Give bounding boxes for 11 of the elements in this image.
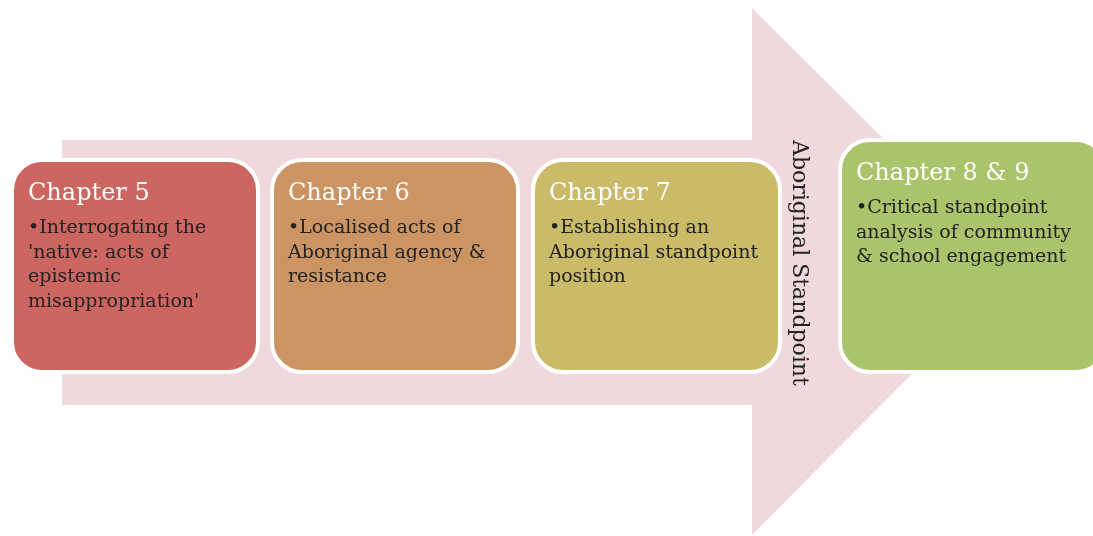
bullet-text: •Interrogating the 'native: acts of epistemic misappropriation' <box>28 214 208 313</box>
bullet-text: •Critical standpoint analysis of community & school engagement <box>856 194 1072 269</box>
bullet-text: •Localised acts of Aboriginal agency & resistance <box>288 214 487 289</box>
chapter-heading: Chapter 5 <box>28 178 151 206</box>
arrow-label: Aboriginal Standpoint <box>788 140 813 386</box>
chapter-heading: Chapter 6 <box>288 178 411 206</box>
chapter-box <box>531 158 782 374</box>
bullet-text: •Establishing an Aboriginal standpoint position <box>549 214 760 289</box>
chapter-heading: Chapter 8 & 9 <box>856 158 1031 186</box>
chapter-heading: Chapter 7 <box>549 178 672 206</box>
chapter-box <box>270 158 520 374</box>
